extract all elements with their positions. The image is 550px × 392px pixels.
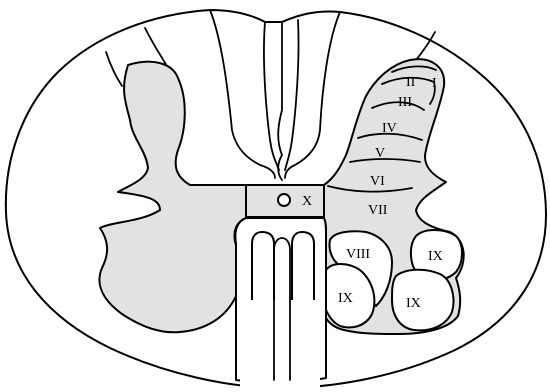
- label-lamina-IX-lower: IX: [406, 296, 421, 311]
- label-lamina-II: II: [406, 75, 416, 90]
- label-lamina-IX-upper: IX: [428, 249, 443, 264]
- label-lamina-X: X: [302, 194, 312, 209]
- label-lamina-IV: IV: [382, 121, 397, 136]
- central-canal: [278, 194, 290, 206]
- label-lamina-I: I: [432, 76, 437, 91]
- label-lamina-IX-left: IX: [338, 291, 353, 306]
- label-lamina-VIII: VIII: [346, 247, 370, 262]
- label-lamina-III: III: [398, 95, 412, 110]
- label-lamina-VII: VII: [368, 203, 388, 218]
- label-lamina-VI: VI: [370, 174, 385, 189]
- fissure-lower-fill: [240, 300, 320, 390]
- label-lamina-V: V: [375, 146, 385, 161]
- lamina-IX-lower-right: [392, 270, 454, 331]
